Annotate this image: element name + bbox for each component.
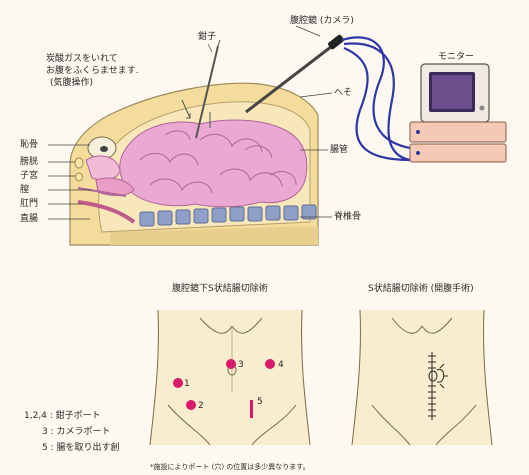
laparoscope-label: 腹腔鏡 (カメラ): [290, 16, 354, 27]
spine-label: 脊椎骨: [334, 212, 361, 223]
vagina-label: 膣: [20, 185, 29, 196]
laparoscopic-torso: [150, 310, 310, 445]
abdomen-cross-section: [70, 83, 318, 245]
intestine-label: 腸管: [330, 145, 348, 156]
port-position-footnote: *施設によりポート (穴) の位置は多少異なります。: [150, 462, 310, 473]
port-4-marker: [265, 359, 275, 369]
legend-forceps-ports: 1,2,4 : 鉗子ポート: [24, 411, 101, 422]
uterus-label: 子宮: [20, 171, 38, 182]
port-2-label: 2: [198, 401, 204, 412]
navel-label: へそ: [334, 88, 352, 99]
co2-note-line1: 炭酸ガスをいれて: [46, 54, 118, 65]
co2-note-line2: お腹をふくらませます.: [46, 66, 139, 77]
bladder-label: 膀胱: [20, 157, 38, 168]
anus-label: 肛門: [20, 199, 38, 210]
camera-cables: [342, 37, 410, 160]
pubic-bone-label: 恥骨: [20, 140, 38, 151]
open-surgery-torso: [352, 310, 492, 445]
port-3-label: 3: [238, 360, 244, 371]
port-2-marker: [186, 400, 196, 410]
monitor-unit: [410, 64, 506, 162]
monitor-label: モニター: [438, 52, 474, 63]
port-4-label: 4: [278, 360, 284, 371]
legend-camera-port: 3 : カメラポート: [42, 427, 110, 438]
open-surgery-title: S状結腸切除術 (開腹手術): [368, 284, 474, 295]
rectum-label: 直腸: [20, 214, 38, 225]
port-5-incision: [250, 400, 253, 418]
forceps-label: 鉗子: [198, 32, 216, 43]
legend-extraction-wound: 5 : 腸を取り出す創: [42, 443, 119, 454]
co2-note-line3: (気腹操作): [50, 78, 93, 89]
port-5-label: 5: [257, 397, 263, 408]
port-1-marker: [173, 378, 183, 388]
laparoscopic-title: 腹腔鏡下S状結腸切除術: [172, 284, 268, 295]
intestine-mass: [120, 120, 307, 207]
port-1-label: 1: [184, 379, 190, 390]
port-3-marker: [226, 359, 236, 369]
